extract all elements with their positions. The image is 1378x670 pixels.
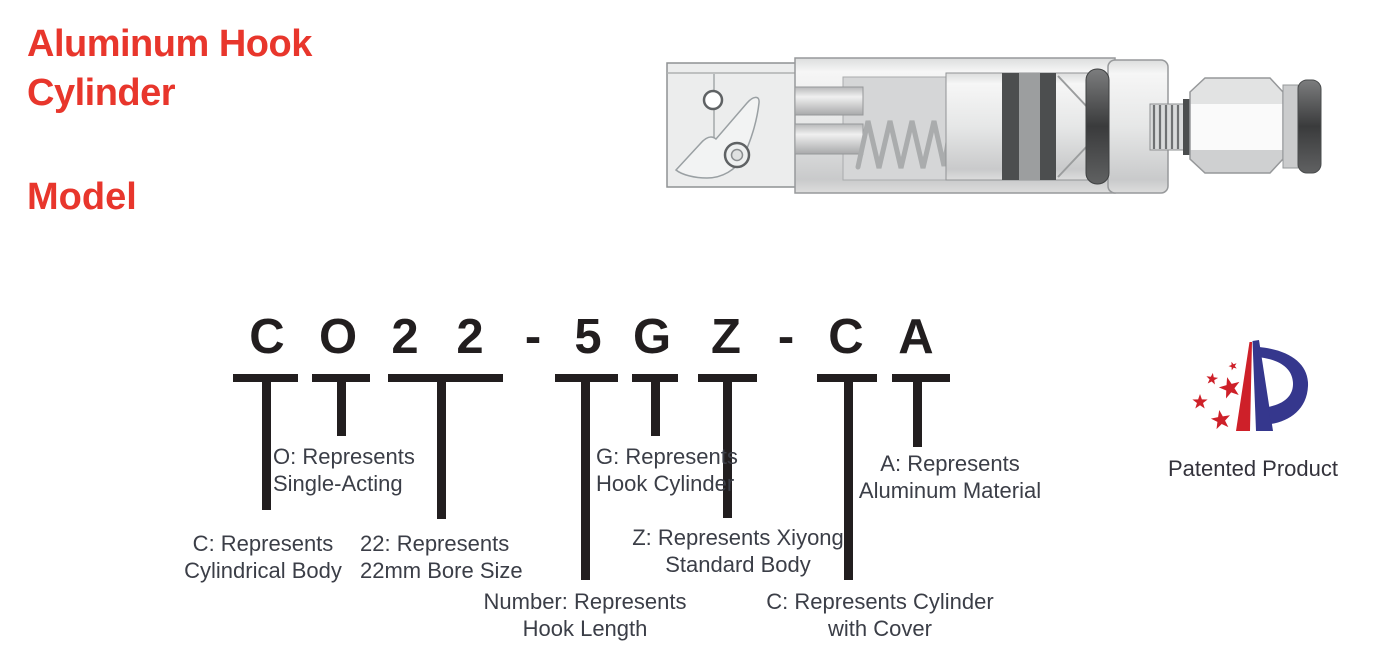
legend-number-hook-length: Number: Represents Hook Length — [483, 589, 687, 641]
legend-z-standard-body: Z: Represents Xiyong Standard Body — [632, 525, 844, 577]
legend-o-single-acting: O: Represents Single-Acting — [273, 444, 415, 496]
model-code-char: C — [828, 310, 864, 364]
legend-a-aluminum-material: A: Represents Aluminum Material — [858, 451, 1042, 503]
star-icon — [1209, 408, 1232, 430]
spring — [855, 120, 953, 170]
piston-assembly — [945, 72, 1093, 181]
model-code-char: 5 — [574, 310, 602, 364]
model-code-char: O — [318, 310, 358, 364]
connector-line-22 — [437, 382, 446, 519]
connector-line-a — [913, 382, 922, 447]
tick-bar-c2 — [817, 374, 877, 382]
model-code-char: 2 — [456, 310, 484, 364]
end-cap — [1085, 59, 1169, 194]
logo-blue-stem — [1252, 340, 1273, 431]
page-title-line2: Cylinder — [27, 72, 176, 114]
model-code-char: G — [632, 310, 672, 364]
connector-line-g — [651, 382, 660, 436]
star-icon — [1227, 360, 1239, 371]
logo-blue-bowl — [1257, 347, 1309, 424]
tick-bar-5 — [555, 374, 618, 382]
connector-line-c1 — [262, 382, 271, 510]
tick-bar-o — [312, 374, 370, 382]
tick-bar-z — [698, 374, 757, 382]
logo-stars — [1192, 360, 1243, 430]
tick-bar-g — [632, 374, 678, 382]
legend-c-cylindrical-body: C: Represents Cylindrical Body — [184, 531, 342, 583]
connector-line-5 — [581, 382, 590, 580]
hook-housing — [666, 62, 798, 188]
patent-logo-icon — [1192, 340, 1309, 431]
threaded-stud — [1149, 99, 1191, 155]
hex-fitting — [1189, 77, 1322, 174]
patent-caption: Patented Product — [1167, 456, 1339, 481]
model-code-char: - — [524, 310, 542, 364]
tick-bar-22 — [388, 374, 503, 382]
page-title-line1: Aluminum Hook — [27, 23, 312, 65]
section-title-model: Model — [27, 176, 137, 218]
tick-bar-a — [892, 374, 950, 382]
connector-line-o — [337, 382, 346, 436]
legend-22-bore-size: 22: Represents 22mm Bore Size — [360, 531, 523, 583]
page-title: Aluminum Hook Cylinder — [27, 20, 312, 118]
star-icon — [1216, 374, 1243, 400]
model-code-char: Z — [711, 310, 741, 364]
model-code-char: A — [898, 310, 934, 364]
star-icon — [1205, 372, 1219, 385]
product-cutaway-illustration — [666, 57, 1322, 194]
connector-line-c2 — [844, 382, 853, 580]
model-code-char: C — [249, 310, 285, 364]
logo-red-wedge — [1236, 342, 1252, 431]
legend-c-with-cover: C: Represents Cylinder with Cover — [766, 589, 994, 641]
star-icon — [1192, 394, 1208, 409]
connector-line-z — [723, 382, 732, 518]
tick-bar-c1 — [233, 374, 298, 382]
model-code-char: 2 — [391, 310, 419, 364]
legend-g-hook-cylinder: G: Represents Hook Cylinder — [596, 444, 738, 496]
model-code-char: - — [777, 310, 795, 364]
